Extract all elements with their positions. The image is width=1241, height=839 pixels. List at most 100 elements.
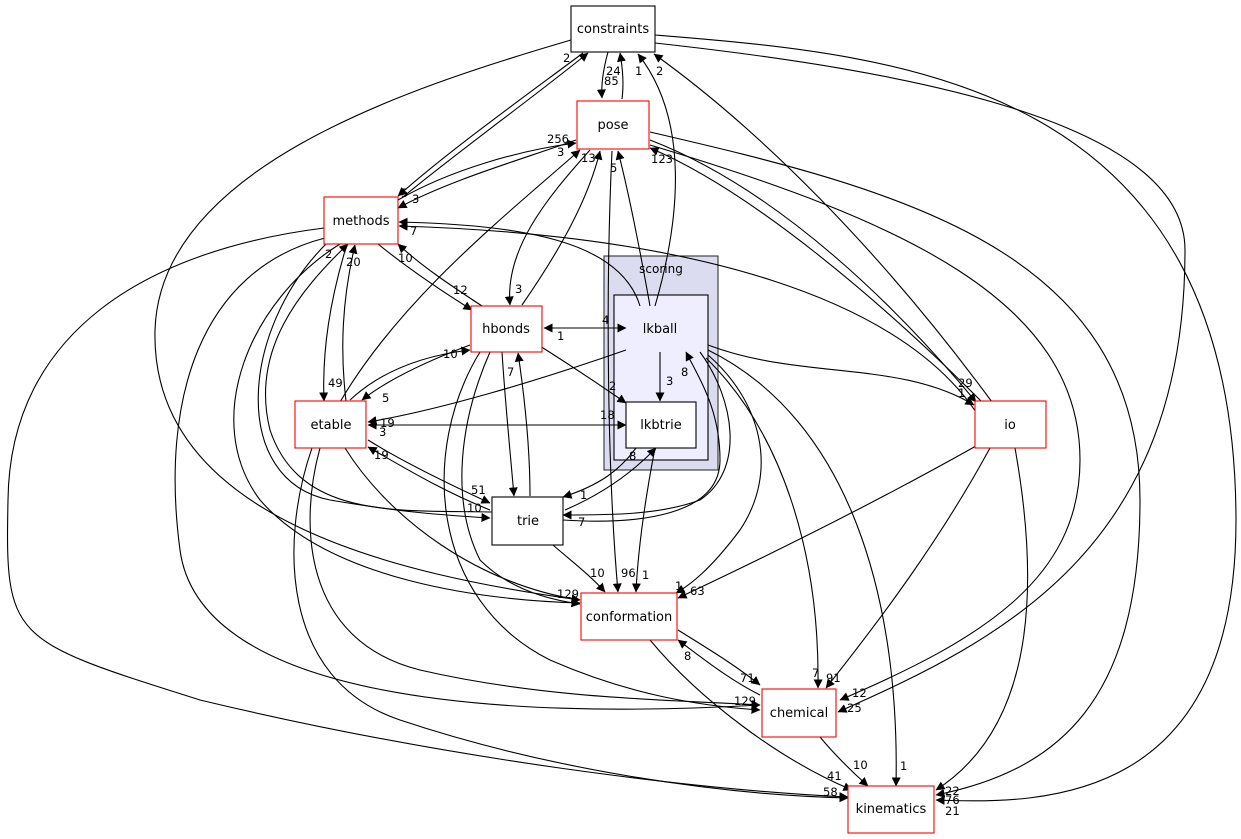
edge-label[interactable]: 1	[580, 488, 587, 502]
edge-methods-conformation	[233, 243, 581, 608]
edge-label[interactable]: 8	[681, 365, 688, 379]
node-kinematics[interactable]: kinematics	[847, 785, 935, 834]
edge-lkball-constraints	[637, 53, 676, 307]
edge-io-kinematics	[935, 447, 1029, 791]
edge-label[interactable]: 22	[945, 784, 960, 798]
edge-label[interactable]: 85	[604, 74, 619, 88]
edge-label[interactable]: 123	[651, 152, 673, 166]
edge-label[interactable]: 3	[412, 192, 419, 206]
edge-label[interactable]: 10	[853, 758, 868, 772]
node-io[interactable]: io	[974, 400, 1047, 449]
edge-label[interactable]: 1	[635, 64, 642, 78]
node-trie[interactable]: trie	[491, 496, 564, 546]
edge-label[interactable]: 2	[609, 379, 616, 393]
edge-label[interactable]: 1	[900, 759, 907, 773]
node-constraints[interactable]: constraints	[570, 5, 656, 53]
edge-label[interactable]: 58	[823, 785, 838, 799]
edge-label[interactable]: 7	[410, 224, 417, 238]
node-lkbtrie[interactable]: lkbtrie	[625, 401, 697, 449]
node-kinematics-label: kinematics	[856, 802, 927, 817]
cluster-scoring-label: scoring	[639, 262, 683, 276]
node-hbonds-box	[470, 305, 543, 353]
edge-label[interactable]: 12	[852, 686, 867, 700]
edge-label[interactable]: 25	[847, 701, 862, 715]
edge-label[interactable]: 21	[945, 804, 960, 818]
edge-label[interactable]: 18	[600, 408, 615, 422]
node-etable[interactable]: etable	[294, 400, 367, 449]
edge-label[interactable]: 20	[346, 255, 361, 269]
node-methods[interactable]: methods	[323, 196, 399, 245]
edge-label[interactable]: 10	[398, 251, 413, 265]
edge-label[interactable]: 1	[675, 579, 682, 593]
node-hbonds-label: hbonds	[482, 322, 530, 337]
edge-label[interactable]: 10	[443, 347, 458, 361]
edge-label[interactable]: 2	[656, 64, 663, 78]
node-pose[interactable]: pose	[576, 100, 650, 150]
edge-methods-hbonds	[377, 243, 473, 311]
edge-label[interactable]: 256	[547, 132, 569, 146]
edge-trie-etable	[367, 446, 491, 511]
edge-label[interactable]: 96	[621, 566, 636, 580]
edge-label[interactable]: 2	[563, 51, 570, 65]
node-conformation[interactable]: conformation	[580, 592, 678, 641]
node-conformation-label: conformation	[586, 610, 673, 625]
edge-label[interactable]: 4	[602, 313, 609, 327]
node-pose-box	[576, 100, 650, 150]
edge-hbonds-lkbtrie	[539, 345, 627, 404]
node-etable-box	[294, 400, 367, 449]
edge-lkbtrie-conformation	[631, 447, 656, 593]
edge-label[interactable]: 7	[507, 365, 514, 379]
edge-label[interactable]: 29	[958, 376, 973, 390]
edge-label[interactable]: 91	[826, 671, 841, 685]
node-chemical[interactable]: chemical	[761, 688, 837, 738]
node-lkball[interactable]: lkball	[643, 322, 678, 337]
edge-label[interactable]: 5	[401, 186, 408, 200]
edge-label[interactable]: 10	[467, 501, 482, 515]
edge-label[interactable]: 63	[690, 584, 705, 598]
edge-etable-conformation	[344, 447, 581, 604]
edge-label[interactable]: 12	[453, 283, 468, 297]
edge-label[interactable]: 19	[380, 416, 395, 430]
edge-label[interactable]: 129	[557, 587, 579, 601]
edge-label[interactable]: 129	[734, 694, 756, 708]
edge-label[interactable]: 1	[958, 386, 965, 400]
edge-lkball-trie	[562, 351, 731, 520]
edge-label[interactable]: 1	[642, 568, 649, 582]
node-etable-label: etable	[311, 418, 352, 433]
edge-label[interactable]: 49	[328, 376, 343, 390]
edge-label[interactable]: 8	[629, 449, 636, 463]
edge-label[interactable]: 7	[812, 666, 819, 680]
edge-lkball-io	[707, 344, 975, 406]
node-hbonds[interactable]: hbonds	[470, 305, 543, 353]
edge-methods-etable	[319, 243, 348, 402]
edge-label[interactable]: 24	[606, 64, 621, 78]
edge-label[interactable]: 41	[827, 769, 842, 783]
edge-label[interactable]: 3	[379, 425, 386, 439]
edge-methods-constraints	[402, 52, 589, 198]
edge-label[interactable]: 3	[557, 145, 564, 159]
edge-chemical-conformation	[677, 639, 761, 696]
edge-conformation-kinematics	[649, 639, 853, 791]
edge-label[interactable]: 51	[471, 483, 486, 497]
edge-pose-hbonds	[504, 149, 591, 306]
edge-label[interactable]: 3	[666, 374, 673, 388]
edge-label[interactable]: 76	[945, 793, 960, 807]
edge-label[interactable]: 8	[684, 649, 691, 663]
edge-label[interactable]: 71	[740, 671, 755, 685]
edge-label[interactable]: 5	[382, 391, 389, 405]
edge-io-conformation	[677, 445, 977, 599]
edge-label[interactable]: 13	[581, 151, 596, 165]
edge-label[interactable]: 10	[590, 566, 605, 580]
edge-label[interactable]: 5	[610, 161, 617, 175]
edge-constraints-kinematics	[654, 34, 1237, 805]
edge-methods-kinematics	[6, 227, 849, 802]
edge-label[interactable]: 2	[325, 247, 332, 261]
edge-label[interactable]: 1	[557, 329, 564, 343]
edge-label[interactable]: 3	[515, 282, 522, 296]
edge-pose-constraints	[617, 52, 626, 100]
edge-pose-io	[649, 139, 977, 403]
edge-label[interactable]: 7	[578, 515, 585, 529]
edge-label[interactable]: 19	[374, 448, 389, 462]
edge-lkball-pose	[615, 150, 651, 307]
